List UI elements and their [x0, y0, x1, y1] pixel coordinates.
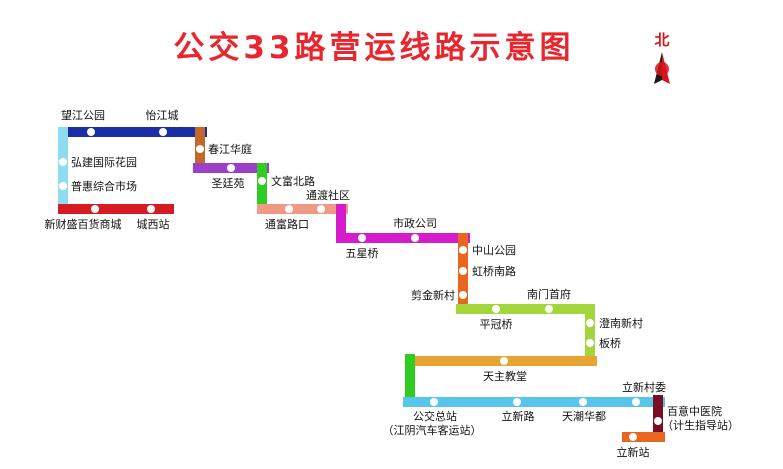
- stop-dot[interactable]: [459, 246, 467, 254]
- stop-label-bus-terminal: 公交总站: [413, 409, 457, 423]
- stop-label-wenfu-north-road: 文富北路: [271, 174, 315, 188]
- stop-label-chunjiang-huating: 春江华庭: [208, 142, 252, 156]
- stop-label-baiyi-hospital: 百意中医院: [667, 404, 722, 418]
- stop-sublabel-bus-terminal: （江阴汽车客运站）: [383, 423, 482, 437]
- stop-dot[interactable]: [59, 158, 67, 166]
- stop-label-hongjian-garden: 弘建国际花园: [71, 155, 137, 169]
- stop-dot[interactable]: [227, 164, 235, 172]
- stop-label-tongfu-road-kou: 通富路口: [265, 217, 309, 231]
- north-arrow-icon: 北: [654, 31, 670, 84]
- stop-label-tianzhu-church: 天主教堂: [483, 370, 527, 383]
- stop-label-yijiang-city: 怡江城: [146, 108, 179, 122]
- stop-label-tongdu-community: 通渡社区: [306, 188, 350, 202]
- stop-label-municipal-company: 市政公司: [393, 216, 437, 230]
- stop-dot[interactable]: [258, 177, 266, 185]
- stop-dot[interactable]: [586, 339, 594, 347]
- stop-label-wuxing-bridge: 五星桥: [346, 247, 379, 260]
- stop-dot[interactable]: [632, 398, 640, 406]
- stop-labels: 望江公园 怡江城 弘建国际花园 普惠综合市场 新财盛百货商城 城西站 春江华庭 …: [45, 108, 740, 459]
- stop-dot[interactable]: [159, 128, 167, 136]
- stop-label-lixin-station: 立新站: [617, 445, 650, 459]
- stop-dot[interactable]: [586, 319, 594, 327]
- north-label: 北: [654, 31, 669, 49]
- stop-dot[interactable]: [91, 205, 99, 213]
- route-segment-lime-1: [456, 304, 595, 366]
- stop-dot[interactable]: [579, 398, 587, 406]
- stop-sublabel-baiyi-hospital: （计生指导站）: [662, 418, 739, 432]
- stop-dot[interactable]: [285, 205, 293, 213]
- stop-dot[interactable]: [147, 205, 155, 213]
- stop-label-zhongshan-park: 中山公园: [472, 244, 516, 257]
- stop-label-ban-bridge: 板桥: [599, 336, 621, 350]
- stop-dot[interactable]: [317, 205, 325, 213]
- stop-label-nanmen-shoufu: 南门首府: [527, 287, 571, 301]
- stop-label-jianjin-village: 剪金新村: [411, 288, 455, 302]
- route-segment-magenta-1: [336, 204, 470, 243]
- stop-label-wangjiang-park: 望江公园: [61, 109, 105, 122]
- stop-label-lixin-committee: 立新村委: [622, 380, 666, 394]
- stop-dot[interactable]: [87, 128, 95, 136]
- stop-label-chengnan-village: 澄南新村: [599, 316, 643, 330]
- stop-label-puhui-market: 普惠综合市场: [71, 179, 137, 193]
- stop-dot[interactable]: [430, 398, 438, 406]
- stop-dot[interactable]: [358, 234, 366, 242]
- route-segments: [58, 127, 665, 442]
- stop-dot[interactable]: [196, 145, 204, 153]
- stop-dot[interactable]: [654, 417, 662, 425]
- stop-label-shengting-yuan: 圣廷苑: [212, 177, 245, 190]
- stop-dot[interactable]: [411, 234, 419, 242]
- stop-label-xincaisheng-mall: 新财盛百货商城: [45, 217, 122, 231]
- stop-dot[interactable]: [500, 357, 508, 365]
- stop-dots: [59, 128, 662, 441]
- stop-dot[interactable]: [59, 182, 67, 190]
- stop-dot[interactable]: [459, 267, 467, 275]
- stop-label-chengxi-station: 城西站: [137, 217, 170, 231]
- stop-dot[interactable]: [545, 305, 553, 313]
- map-title: 公交33路营运线路示意图: [173, 30, 574, 66]
- stop-dot[interactable]: [492, 305, 500, 313]
- stop-dot[interactable]: [629, 433, 637, 441]
- stop-label-lixin-road: 立新路: [502, 409, 535, 423]
- stop-label-hongqiao-south-road: 虹桥南路: [472, 265, 516, 278]
- stop-label-tianchao-huadu: 天潮华都: [562, 409, 606, 423]
- stop-dot[interactable]: [513, 398, 521, 406]
- stop-label-pingguan-bridge: 平冠桥: [480, 318, 513, 331]
- stop-dot[interactable]: [459, 291, 467, 299]
